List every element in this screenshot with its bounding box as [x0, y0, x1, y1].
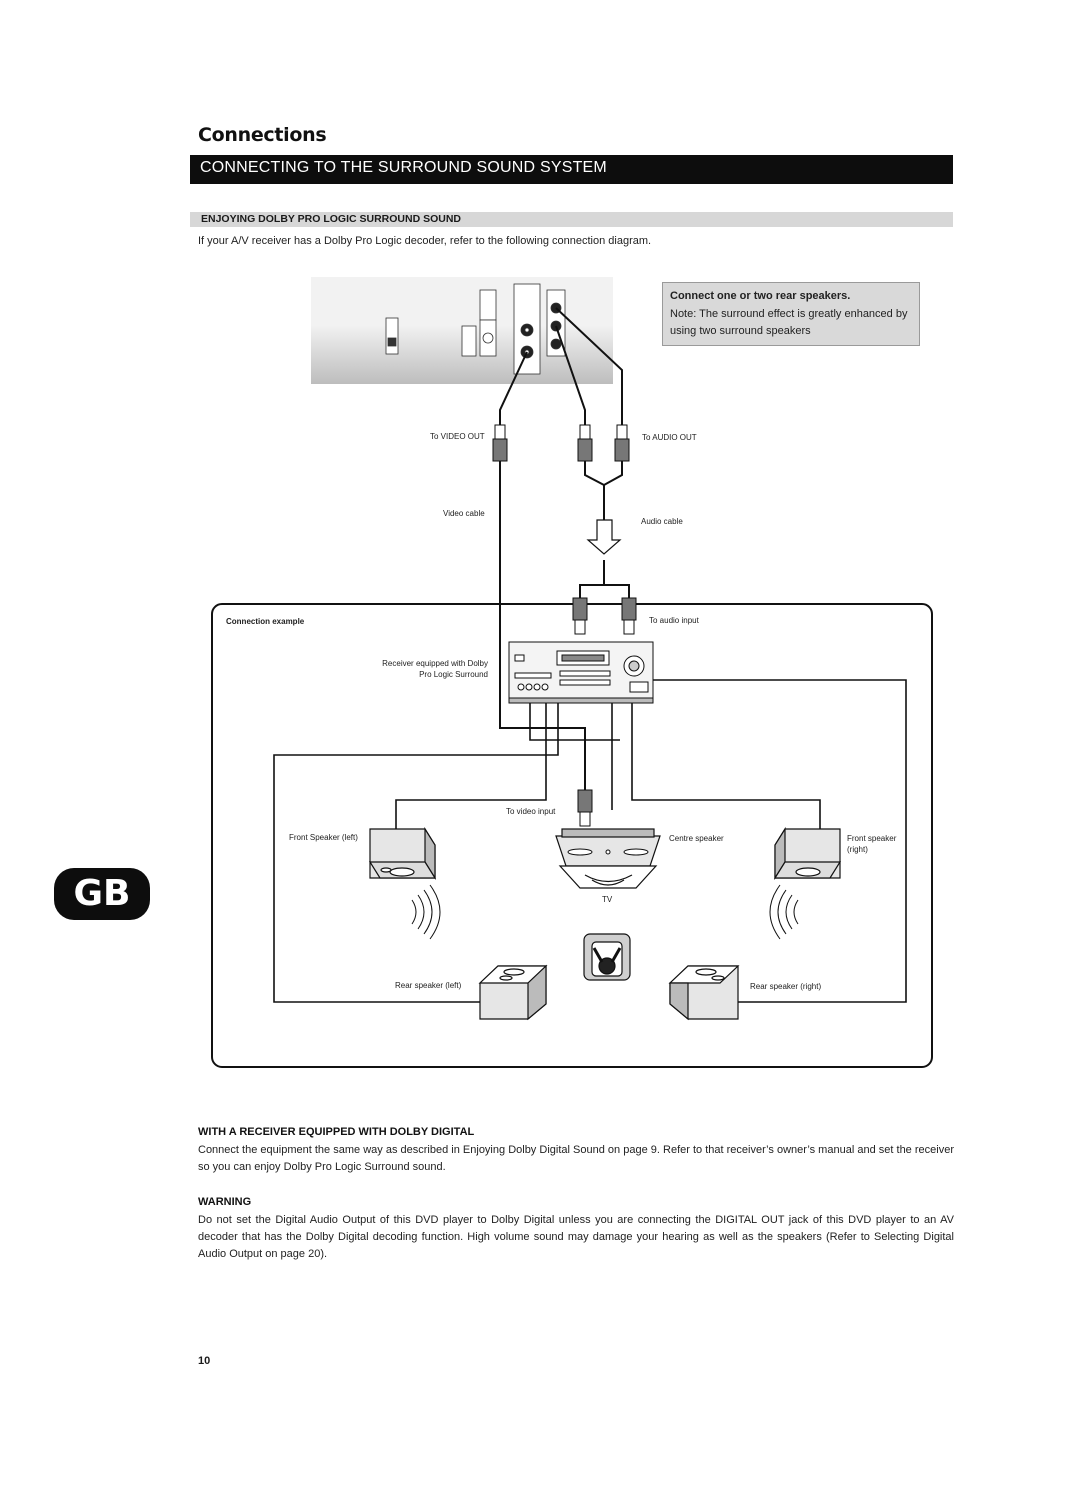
note-body: Note: The surround effect is greatly enh…	[670, 308, 908, 337]
label-front-left: Front Speaker (left)	[289, 833, 358, 842]
label-to-audio-out: To AUDIO OUT	[642, 433, 697, 442]
warning-body: Do not set the Digital Audio Output of t…	[198, 1214, 954, 1260]
speaker-wires	[273, 679, 907, 1003]
rca-plugs-top	[492, 424, 630, 462]
section-heading: Connections	[198, 124, 327, 146]
label-front-right: Front speaker (right)	[847, 834, 897, 854]
rear-right-speaker	[668, 965, 740, 1021]
dvd-panel-jacks	[385, 283, 566, 375]
connection-example-frame	[211, 603, 933, 1068]
warning-heading: WARNING	[198, 1196, 252, 1208]
page-title: CONNECTING TO THE SURROUND SOUND SYSTEM	[200, 159, 607, 176]
page-title-bar: CONNECTING TO THE SURROUND SOUND SYSTEM	[190, 155, 953, 184]
language-tab: GB	[54, 868, 150, 920]
label-connection-example: Connection example	[226, 617, 305, 626]
subsection-heading: ENJOYING DOLBY PRO LOGIC SURROUND SOUND	[201, 213, 461, 225]
page-number: 10	[198, 1355, 211, 1367]
label-to-video-out: To VIDEO OUT	[430, 432, 485, 441]
label-rear-right: Rear speaker (right)	[750, 982, 822, 991]
listener-icon	[583, 933, 631, 981]
label-audio-cable: Audio cable	[641, 517, 683, 526]
video-cable	[499, 461, 586, 790]
label-video-cable: Video cable	[443, 509, 485, 518]
intro-text: If your A/V receiver has a Dolby Pro Log…	[198, 235, 652, 247]
tv-set	[555, 828, 661, 889]
front-right-speaker	[773, 826, 842, 881]
label-to-audio-input: To audio input	[649, 616, 699, 625]
label-centre-speaker: Centre speaker	[669, 834, 724, 843]
label-rear-left: Rear speaker (left)	[395, 981, 462, 990]
note-title: Connect one or two rear speakers.	[670, 290, 851, 302]
down-arrow-icon	[586, 519, 622, 555]
note-box: Connect one or two rear speakers. Note: …	[662, 282, 920, 346]
subsection2-heading: WITH A RECEIVER EQUIPPED WITH DOLBY DIGI…	[198, 1126, 475, 1138]
label-to-video-input: To video input	[506, 807, 556, 816]
rear-left-speaker	[478, 964, 548, 1021]
front-left-speaker	[368, 826, 437, 881]
subsection-heading-bar: ENJOYING DOLBY PRO LOGIC SURROUND SOUND	[190, 212, 953, 227]
audio-cable	[584, 461, 623, 520]
subsection2-body: Connect the equipment the same way as de…	[198, 1144, 954, 1173]
label-tv: TV	[602, 895, 613, 904]
sound-wave-left	[411, 884, 441, 940]
rca-plugs-receiver	[572, 597, 637, 635]
dvd-cables	[499, 307, 623, 425]
label-receiver: Receiver equipped with Dolby Pro Logic S…	[382, 659, 488, 679]
centre-speaker	[567, 848, 649, 856]
receiver-unit	[508, 641, 654, 704]
sound-wave-right	[769, 884, 799, 940]
